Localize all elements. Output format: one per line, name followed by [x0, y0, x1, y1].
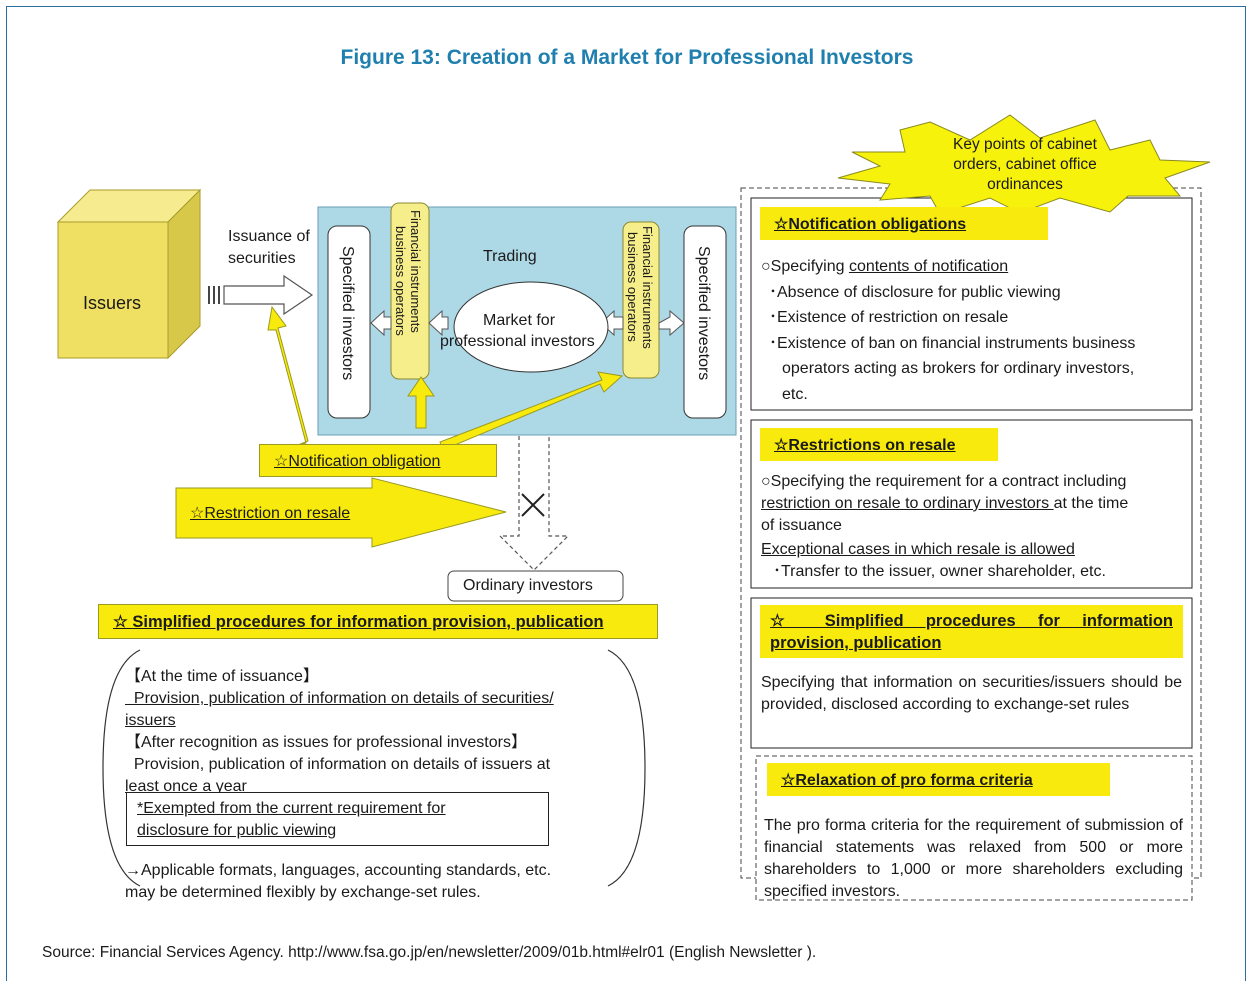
relaxation-title: ☆Relaxation of pro forma criteria — [767, 763, 1110, 796]
notification-spec-prefix: ○Specifying — [761, 258, 849, 275]
restrictions-line3: of issuance — [761, 517, 842, 534]
restrictions-title: ☆Restrictions on resale — [760, 428, 998, 461]
notification-obligation-text: ☆Notification obligation — [274, 452, 441, 470]
restrictions-title-text: ☆Restrictions on resale — [774, 436, 956, 454]
bottom-box-content: 【At the time of issuance】 Provision, pub… — [125, 666, 625, 798]
notification-arrows — [267, 305, 624, 451]
bottom-line1a: Provision, publication of information on… — [125, 690, 554, 707]
simplified-procedures-label: ☆ Simplified procedures for information … — [98, 604, 658, 639]
notification-bullet-3c: etc. — [782, 385, 808, 403]
bottom-note: →Applicable formats, languages, accounti… — [125, 860, 625, 904]
ordinary-investors-box — [447, 570, 624, 602]
bottom-heading-issuance: 【At the time of issuance】 — [125, 668, 319, 685]
restrictions-line2-underlined: restriction on resale to ordinary invest… — [761, 495, 1054, 512]
fi-operators-right-pill — [622, 221, 660, 379]
fi-operators-right-line1: Financial instruments — [640, 226, 655, 349]
specified-investors-right-label: Specified investors — [695, 246, 712, 381]
bottom-line2a: Provision, publication of information on… — [125, 756, 551, 773]
notification-bullet-1: ･Absence of disclosure for public viewin… — [769, 283, 1061, 301]
exempted-box: *Exempted from the current requirement f… — [126, 792, 549, 846]
cross-mark — [521, 493, 545, 517]
fi-operators-right-line2: business operators — [625, 232, 640, 342]
restriction-label-wrap: ☆Restriction on resale — [176, 488, 372, 538]
figure-frame — [6, 6, 1246, 981]
fi-operators-left-line2: business operators — [393, 226, 408, 336]
key-points-starburst — [837, 114, 1211, 215]
restriction-arrow — [175, 477, 507, 548]
key-points-line2: orders, cabinet office — [953, 156, 1097, 173]
notification-spec-underlined: contents of notification — [848, 258, 1009, 275]
notification-bullet-3b: operators acting as brokers for ordinary… — [782, 360, 1135, 377]
bottom-note-b: may be determined flexibly by exchange-s… — [125, 884, 481, 901]
notification-obligation-label: ☆Notification obligation — [259, 444, 497, 477]
notification-panel-body: ○Specifying contents of notification ･Ab… — [761, 254, 1189, 407]
restriction-on-resale-text: ☆Restriction on resale — [190, 505, 351, 522]
blocked-arrow — [498, 436, 570, 571]
restrictions-exceptional: Exceptional cases in which resale is all… — [761, 541, 1075, 558]
fi-operators-left-line1: Financial instruments — [408, 210, 423, 333]
bottom-line2b: least once a year — [125, 778, 247, 795]
bottom-note-a: →Applicable formats, languages, accounti… — [125, 862, 552, 879]
simplified-panel-body: Specifying that information on securitie… — [761, 674, 1182, 713]
restrictions-line2-rest: at the time — [1053, 495, 1129, 512]
flow-arrows — [370, 309, 685, 337]
simplified-title-line1: ☆ Simplified procedures for information — [770, 612, 1173, 630]
simplified-procedures-text: ☆ Simplified procedures for information … — [113, 612, 604, 631]
specified-investors-right-box — [683, 225, 727, 419]
notification-bullet-2: ･Existence of restriction on resale — [769, 309, 1009, 326]
exempted-line-a: *Exempted from the current requirement f… — [137, 800, 446, 817]
bottom-bracket — [102, 649, 141, 887]
notification-spec-line: ○Specifying contents of notification — [761, 254, 1189, 280]
fi-operators-left-pill — [390, 202, 430, 380]
restrictions-line2: restriction on resale to ordinary invest… — [761, 493, 1183, 515]
figure-source: Source: Financial Services Agency. http:… — [42, 944, 817, 961]
issuance-arrow — [208, 274, 314, 316]
restrictions-line1: ○Specifying the requirement for a contra… — [761, 473, 1127, 490]
figure-title: Figure 13: Creation of a Market for Prof… — [340, 46, 914, 69]
key-points-title: Key points of cabinet orders, cabinet of… — [905, 135, 1145, 195]
relaxation-panel-body: The pro forma criteria for the requireme… — [764, 817, 1183, 900]
issuers-cube — [56, 188, 202, 360]
market-ellipse — [453, 281, 609, 373]
specified-investors-left-label: Specified investors — [339, 246, 356, 381]
issuance-label-line2: securities — [228, 250, 296, 267]
bottom-line1b: issuers — [125, 712, 176, 729]
relaxation-title-text: ☆Relaxation of pro forma criteria — [781, 771, 1033, 789]
market-label-line2: professional investors — [440, 333, 595, 350]
ordinary-investors-label: Ordinary investors — [463, 577, 593, 594]
exempted-line-b: disclosure for public viewing — [137, 822, 337, 839]
notification-obligations-title-text: ☆Notification obligations — [774, 215, 967, 233]
specified-investors-left-box — [327, 225, 371, 419]
simplified-title-line2: provision, publication — [770, 634, 942, 652]
key-points-line1: Key points of cabinet — [953, 136, 1097, 153]
key-points-line3: ordinances — [987, 176, 1063, 193]
restrictions-bullet: ･Transfer to the issuer, owner sharehold… — [773, 563, 1106, 580]
simplified-panel-title: ☆ Simplified procedures for information … — [760, 605, 1183, 658]
notification-obligations-title: ☆Notification obligations — [760, 207, 1048, 240]
notification-bullet-3a: ･Existence of ban on financial instrumen… — [769, 334, 1136, 352]
bottom-heading-recognition: 【After recognition as issues for profess… — [125, 734, 527, 751]
market-label-line1: Market for — [483, 312, 556, 329]
restrictions-panel-body: ○Specifying the requirement for a contra… — [761, 471, 1183, 583]
issuers-label: Issuers — [83, 293, 142, 313]
issuance-label-line1: Issuance of — [228, 228, 310, 245]
trading-label: Trading — [483, 248, 537, 265]
